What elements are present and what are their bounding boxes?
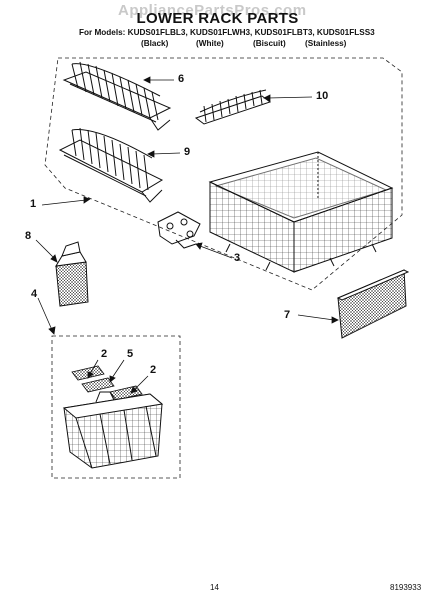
callout-3: 3 — [234, 252, 241, 264]
mesh-shield — [336, 269, 410, 339]
tine-row-lower — [58, 127, 164, 203]
page-number: 14 — [210, 583, 219, 592]
leader-lines — [35, 76, 339, 394]
silverware-basket-group — [51, 335, 181, 479]
callout-7: 7 — [284, 309, 291, 321]
callout-6: 6 — [178, 73, 185, 85]
document-number: 8193933 — [390, 583, 422, 592]
callout-5: 5 — [127, 348, 134, 360]
finish-black: (Black) — [141, 39, 169, 48]
tine-row-upper — [62, 61, 172, 131]
finish-stainless: (Stainless) — [305, 39, 347, 48]
callout-2b: 2 — [150, 364, 157, 376]
tine-clip-row — [194, 89, 272, 125]
callout-8: 8 — [25, 230, 32, 242]
silverware-cup — [55, 241, 89, 307]
lower-rack-basket — [208, 151, 394, 273]
callout-10: 10 — [316, 90, 329, 102]
finish-biscuit: (Biscuit) — [253, 39, 286, 48]
watermark: AppliancePartsPros.com — [118, 2, 307, 19]
callout-2a: 2 — [101, 348, 108, 360]
callout-9: 9 — [184, 146, 191, 158]
callout-1: 1 — [30, 198, 37, 210]
silverware-basket — [62, 391, 164, 469]
basket-lids — [71, 365, 143, 401]
bracket-part — [157, 211, 201, 249]
model-numbers: For Models: KUDS01FLBL3, KUDS01FLWH3, KU… — [79, 28, 375, 37]
callout-4: 4 — [31, 288, 38, 300]
page-title: LOWER RACK PARTS — [136, 10, 299, 27]
finish-white: (White) — [196, 39, 224, 48]
